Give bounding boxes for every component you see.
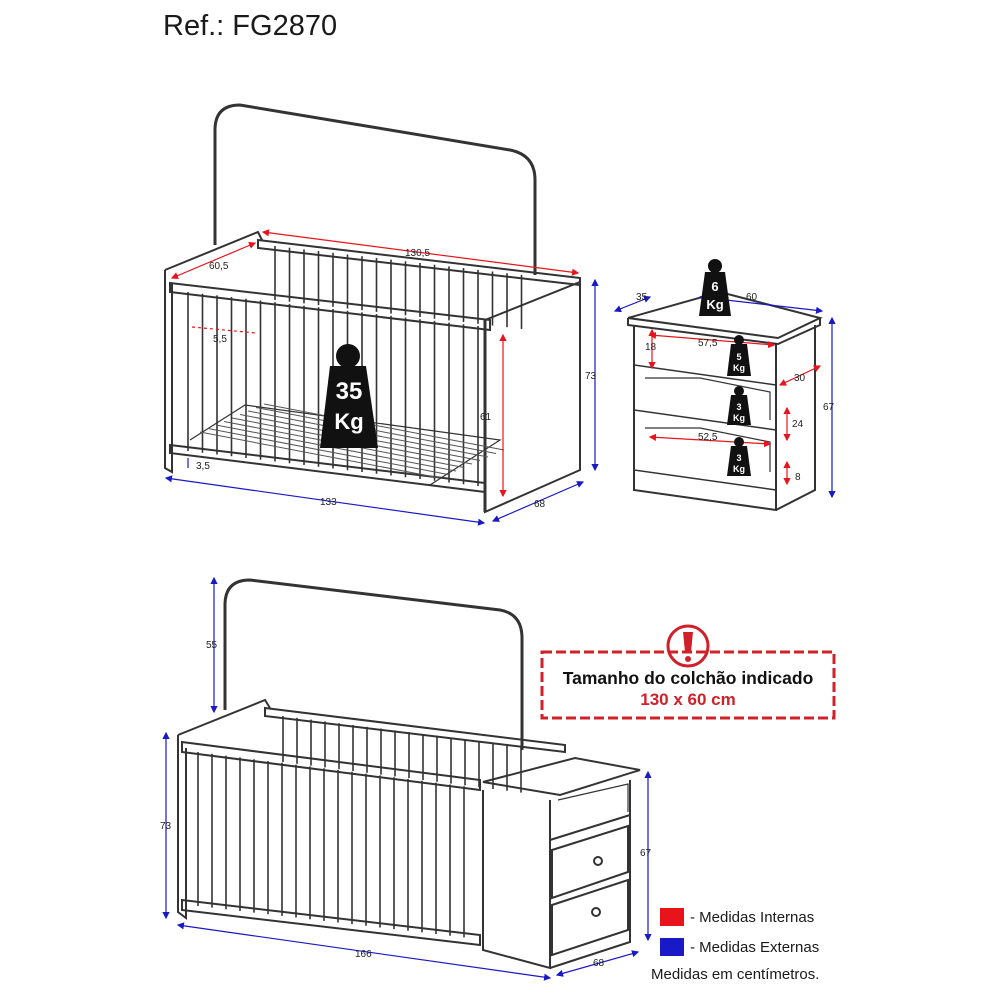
- chest-top-weight-unit: Kg: [706, 297, 723, 312]
- dim-crib-height-external: 73: [585, 371, 597, 382]
- legend-external: - Medidas Externas: [660, 938, 819, 956]
- mattress-notice: Tamanho do colchão indicado 130 x 60 cm: [542, 650, 834, 718]
- chest-top-weight-value: 6: [711, 279, 718, 294]
- exclamation-icon: [666, 624, 710, 668]
- dim-slat-gap: 5,5: [213, 334, 227, 345]
- dim-total-length: 166: [355, 949, 372, 960]
- legend-internal-label: - Medidas Internas: [690, 908, 815, 926]
- chest-niche-weight-unit: Kg: [733, 363, 745, 373]
- dim-line-crib-length-external: [164, 475, 486, 526]
- combined-slats: [197, 716, 522, 938]
- chest-niche-weight-value: 5: [736, 352, 741, 362]
- base-slat: [199, 431, 441, 479]
- crib-drawing: [164, 103, 581, 514]
- dim-line-top-niche-width: [648, 331, 776, 349]
- chest-drawer1-weight-unit: Kg: [733, 413, 745, 423]
- dim-combined-depth: 68: [593, 958, 605, 969]
- front-top-rail: [169, 281, 491, 332]
- side-panel: [484, 280, 581, 514]
- reference-title: Ref.: FG2870: [163, 10, 338, 42]
- legend-external-label: - Medidas Externas: [690, 938, 820, 956]
- combined-chest-front: [482, 790, 551, 970]
- combined-chest-top: [482, 756, 641, 797]
- chest-drawer1-weight-icon: 3 Kg: [727, 386, 751, 425]
- chest-top-weight-icon: 6 Kg: [699, 259, 731, 316]
- dim-combined-chest-height: 67: [640, 848, 652, 859]
- base-slat: [207, 428, 449, 475]
- chest-drawer2-weight-unit: Kg: [733, 464, 745, 474]
- dim-drawer-width: 52,5: [698, 432, 718, 443]
- crib-weight-unit: Kg: [334, 409, 363, 434]
- dim-line-total-length: [176, 922, 552, 981]
- chest-drawer2-weight-icon: 3 Kg: [727, 437, 751, 476]
- dim-crib-height-internal: 61: [480, 412, 492, 423]
- dim-headboard-height: 55: [206, 640, 218, 651]
- dim-chest-width: 60: [746, 292, 758, 303]
- base-slat: [263, 403, 505, 451]
- crib-weight-icon: 35 Kg: [320, 344, 378, 448]
- dim-line-combined-depth: [555, 950, 640, 977]
- back-rail: [257, 238, 581, 287]
- dim-top-niche-height: 18: [645, 342, 657, 353]
- headboard-arch: [213, 103, 537, 275]
- left-post: [164, 270, 173, 474]
- notice-box: [540, 650, 836, 720]
- legend-internal: - Medidas Internas: [660, 908, 814, 926]
- dim-combined-crib-height: 73: [160, 821, 172, 832]
- dim-line-crib-depth-internal: [170, 242, 257, 279]
- crib-slats: [187, 246, 523, 486]
- dim-line-crib-length-internal: [261, 229, 580, 276]
- chest-drawer1-weight-value: 3: [736, 402, 741, 412]
- dim-niche-depth: 30: [794, 373, 806, 384]
- chest-niche-weight-icon: 5 Kg: [727, 335, 751, 376]
- dim-line-slat-gap: [191, 326, 257, 334]
- combined-headboard-arch: [223, 578, 524, 750]
- dim-crib-length-external: 133: [320, 497, 337, 508]
- crib-weight-value: 35: [336, 378, 363, 405]
- chest-front: [633, 326, 777, 512]
- dim-chest-height: 67: [823, 402, 835, 413]
- base-slat: [255, 407, 497, 454]
- dim-crib-depth-internal: 60,5: [209, 261, 229, 272]
- dim-chest-depth: 35: [636, 292, 648, 303]
- dim-line-niche-depth: [778, 365, 822, 386]
- dim-drawer-low: 8: [795, 472, 801, 483]
- dim-line-drawer-width: [648, 433, 772, 448]
- dim-drawer-height: 24: [792, 419, 804, 430]
- units-note: Medidas em centímetros.: [651, 966, 820, 983]
- notice-size: 130 x 60 cm: [640, 690, 736, 709]
- dim-crib-depth-external: 68: [534, 499, 546, 510]
- legend-external-swatch: [660, 938, 684, 956]
- chest-drawing: [627, 290, 823, 512]
- legend-internal-swatch: [660, 908, 684, 926]
- dim-crib-length-internal: 130,5: [405, 248, 430, 259]
- dim-line-crib-depth-external: [491, 481, 585, 522]
- dim-base-gap: 3,5: [196, 461, 210, 472]
- notice-title: Tamanho do colchão indicado: [562, 668, 814, 688]
- chest-drawer2-weight-value: 3: [736, 453, 741, 463]
- dim-line-chest-depth: [613, 295, 652, 313]
- dim-top-niche-width: 57,5: [698, 338, 718, 349]
